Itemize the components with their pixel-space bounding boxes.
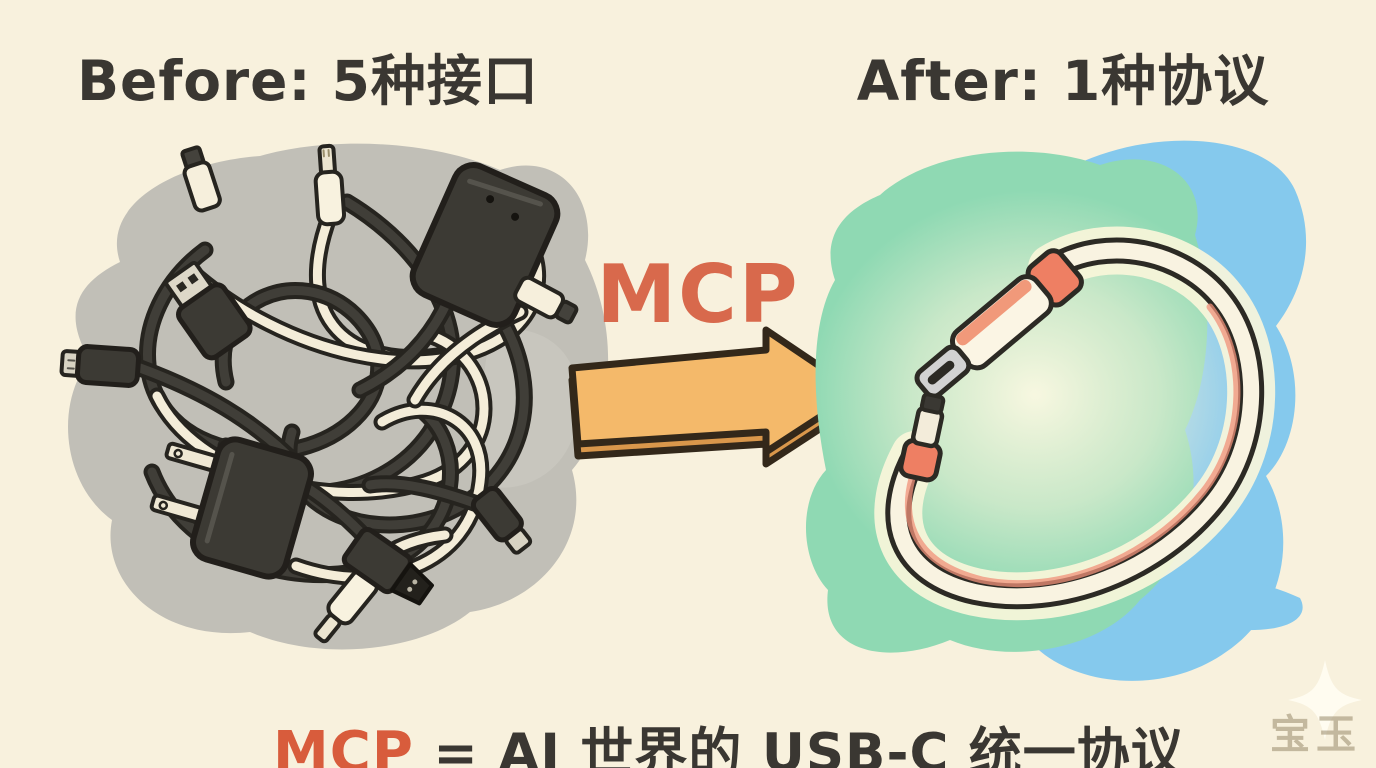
usb-a-connector-icon (164, 260, 253, 361)
before-title: Before: 5种接口 (77, 49, 539, 113)
micro-usb-connector-icon (180, 145, 222, 213)
usb-c-connector-icon (914, 248, 1084, 399)
watermark: 宝玉 (1270, 712, 1362, 758)
formula-rest: = AI 世界的 USB-C 统一协议 (413, 723, 1185, 768)
formula-caption: MCP = AI 世界的 USB-C 统一协议 (120, 650, 1260, 768)
sparkle-icon (1288, 660, 1362, 740)
micro-usb-connector-icon (470, 486, 533, 555)
formula-mcp: MCP (273, 720, 414, 768)
usb-c-cable-loop (874, 226, 1276, 621)
usb-c-cable-end-icon (898, 392, 946, 483)
wall-plug-icon (149, 436, 314, 580)
lightning-connector-icon (313, 143, 347, 227)
after-title: After: 1种协议 (856, 49, 1270, 113)
micro-usb-connector-icon (59, 344, 142, 388)
micro-usb-connector-icon (513, 275, 579, 325)
hdmi-connector-icon (341, 526, 434, 606)
mcp-label: MCP (596, 248, 800, 341)
